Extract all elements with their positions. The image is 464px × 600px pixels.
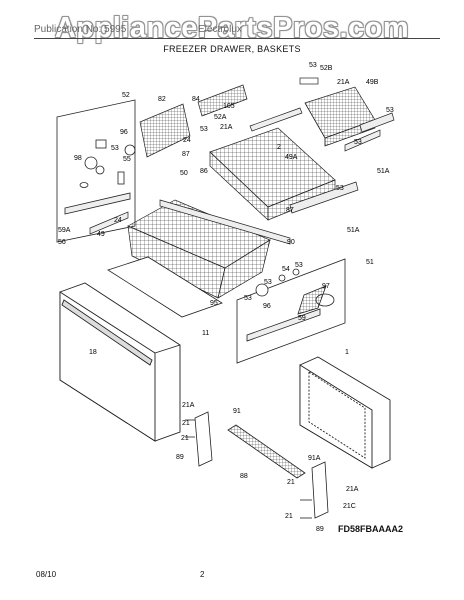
callout-label: 59A xyxy=(58,227,71,234)
callout-label: 2 xyxy=(277,144,281,151)
callout-label: 96 xyxy=(263,303,271,310)
callout-label: 51 xyxy=(366,259,374,266)
door-gasket-frame xyxy=(299,356,391,469)
callout-label: 51A xyxy=(377,168,390,175)
callout-label: 84 xyxy=(192,96,200,103)
callout-label: 89 xyxy=(316,526,324,533)
callout-label: 89 xyxy=(176,454,184,461)
callout-label: 55 xyxy=(123,156,131,163)
callout-label: 21 xyxy=(285,513,293,520)
callout-label: 49A xyxy=(285,154,298,161)
callout-label: 51A xyxy=(347,227,360,234)
callout-label: 53 xyxy=(200,126,208,133)
slide-rails xyxy=(139,84,303,158)
callout-label: 54 xyxy=(282,266,290,273)
callout-label: 90 xyxy=(287,239,295,246)
callout-label: 95 xyxy=(210,300,218,307)
drawer-front xyxy=(59,282,181,442)
callout-labels: 52 82 84 105 52A 24 53 21A 96 55 98 53 8… xyxy=(58,62,394,533)
header-rule xyxy=(34,38,440,39)
callout-label: 49B xyxy=(366,79,379,86)
footer-date: 08/10 xyxy=(36,570,57,579)
callout-label: 52B xyxy=(320,65,333,72)
divider-panel xyxy=(107,256,223,318)
section-title: FREEZER DRAWER, BASKETS xyxy=(163,44,301,54)
callout-label: 96 xyxy=(120,129,128,136)
callout-label: 53 xyxy=(354,139,362,146)
callout-label: 21A xyxy=(346,486,359,493)
callout-label: 53 xyxy=(309,62,317,69)
callout-label: 11 xyxy=(202,330,209,337)
callout-label: 21 xyxy=(181,435,189,442)
model-code: FD58FBAAAA2 xyxy=(338,524,404,534)
callout-label: 97 xyxy=(322,283,330,290)
callout-label: 87 xyxy=(182,151,190,158)
callout-label: 105 xyxy=(223,103,235,110)
callout-label: 24 xyxy=(183,137,191,144)
publication-number: Publication No: 5995 xyxy=(34,24,127,35)
callout-label: 21C xyxy=(343,503,356,510)
callout-label: 82 xyxy=(158,96,166,103)
callout-label: 56 xyxy=(58,239,66,246)
callout-label: 53 xyxy=(295,262,303,269)
callout-label: 88 xyxy=(240,473,248,480)
callout-label: 59 xyxy=(298,315,306,322)
callout-label: 98 xyxy=(74,155,82,162)
callout-label: 21A xyxy=(220,124,233,131)
callout-label: 21 xyxy=(182,420,190,427)
callout-label: 24 xyxy=(114,217,122,224)
callout-label: 18 xyxy=(89,349,97,356)
callout-label: 21 xyxy=(287,479,295,486)
callout-label: 52A xyxy=(214,114,227,121)
callout-label: 53 xyxy=(244,295,252,302)
lower-wire-basket xyxy=(89,199,291,299)
callout-label: 52 xyxy=(122,92,130,99)
callout-label: 1 xyxy=(345,349,349,356)
callout-label: 87 xyxy=(286,207,294,214)
callout-label: 50 xyxy=(180,170,188,177)
callout-label: 53 xyxy=(264,279,272,286)
lower-track-assembly xyxy=(185,411,329,519)
callout-label: 21A xyxy=(337,79,350,86)
left-slide-assembly-inset xyxy=(56,99,136,243)
callout-label: 53 xyxy=(111,145,119,152)
small-upper-basket xyxy=(299,77,395,152)
footer-page-number: 2 xyxy=(200,570,205,579)
callout-label: 21A xyxy=(182,402,195,409)
callout-label: 86 xyxy=(200,168,208,175)
callout-label: 53 xyxy=(386,107,394,114)
callout-label: 91 xyxy=(233,408,241,415)
callout-label: 53 xyxy=(336,185,344,192)
callout-label: 91A xyxy=(308,455,321,462)
brand-name: Electrolux xyxy=(198,24,242,35)
upper-wire-basket xyxy=(209,127,359,221)
callout-label: 49 xyxy=(97,231,105,238)
right-slide-assembly-inset xyxy=(236,258,346,364)
